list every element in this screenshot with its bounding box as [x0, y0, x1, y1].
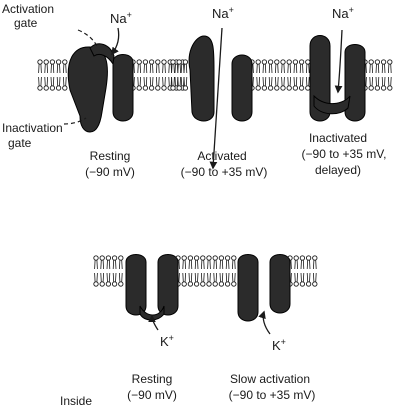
- lipid-molecule: [305, 255, 312, 287]
- k-slow-voltage: (−90 to +35 mV): [229, 388, 316, 402]
- k-resting-left-subunit: [125, 254, 147, 316]
- lipid-molecule: [142, 59, 149, 91]
- na-channel-activated: [188, 35, 253, 122]
- k-resting-gate: [139, 305, 165, 321]
- k-resting-voltage: (−90 mV): [127, 388, 177, 402]
- inside-label: Inside: [60, 394, 92, 408]
- lipid-molecule: [374, 59, 381, 91]
- lipid-molecule: [368, 59, 374, 91]
- inactivation-gate-label-line2: gate: [8, 136, 32, 150]
- activation-gate-leader: [77, 29, 99, 49]
- lipid-molecule: [380, 59, 387, 91]
- lipid-molecule: [298, 59, 305, 91]
- lipid-molecule: [55, 59, 62, 91]
- k-slow-left-subunit: [237, 254, 259, 322]
- activation-gate-label-line2: gate: [14, 16, 38, 30]
- k-channel-slow-activation: [237, 254, 291, 322]
- lipid-molecule: [261, 59, 268, 91]
- na-channel-inactivated: [309, 35, 366, 122]
- lipid-molecule: [286, 59, 292, 91]
- lipid-molecule: [274, 59, 280, 91]
- k-ion-label-resting: K+: [160, 333, 174, 349]
- activation-gate-label-line1: Activation: [2, 2, 54, 16]
- inactivation-gate-label-line1: Inactivation: [2, 121, 63, 135]
- lipid-molecule: [280, 59, 286, 91]
- na-resting-ion-arrow: [111, 27, 120, 56]
- k-channel-resting: [125, 254, 179, 321]
- lipid-molecule: [181, 255, 187, 287]
- lipid-molecule: [136, 59, 142, 91]
- lipid-molecule: [224, 255, 231, 287]
- na-activated-left-subunit: [188, 35, 215, 122]
- lipid-molecule: [187, 255, 194, 287]
- lipid-molecule: [200, 255, 206, 287]
- arrows: [63, 27, 343, 335]
- na-activated-flow-arrow: [209, 27, 223, 170]
- lipid-molecule: [299, 255, 306, 287]
- lipid-molecule: [155, 59, 161, 91]
- lipid-bilayers: [37, 59, 393, 287]
- k-resting-state-name: Resting: [132, 372, 173, 386]
- lipid-molecule: [231, 255, 237, 287]
- inactivation-gate-leader: [63, 117, 87, 125]
- lipid-molecule: [118, 255, 124, 287]
- k-ion-label-slow: K+: [272, 337, 286, 353]
- na-ion-label-resting: Na+: [110, 10, 132, 26]
- na-resting-voltage: (−90 mV): [85, 165, 135, 179]
- lipid-molecule: [49, 59, 56, 91]
- na-inactivated-state-name: Inactivated: [309, 131, 367, 145]
- lipid-molecule: [206, 255, 212, 287]
- lipid-molecule: [293, 255, 299, 287]
- lipid-molecule: [111, 255, 118, 287]
- na-activated-state-name: Activated: [197, 149, 246, 163]
- lipid-molecule: [387, 59, 393, 91]
- k-slow-right-subunit: [269, 254, 291, 314]
- lipid-molecule: [182, 59, 189, 91]
- lipid-molecule: [255, 59, 261, 91]
- k-resting-right-subunit: [157, 254, 179, 316]
- lipid-molecule: [105, 255, 112, 287]
- lipid-molecule: [161, 59, 167, 91]
- lipid-molecule: [99, 255, 105, 287]
- lipid-molecule: [305, 59, 311, 91]
- lipid-molecule: [193, 255, 200, 287]
- lipid-molecule: [37, 59, 43, 91]
- lipid-molecule: [148, 59, 155, 91]
- na-resting-state-name: Resting: [90, 149, 131, 163]
- k-slow-state-name: Slow activation: [230, 372, 310, 386]
- na-inactivated-ion-arrow: [334, 29, 343, 94]
- lipid-molecule: [62, 59, 68, 91]
- na-resting-right-subunit: [112, 54, 134, 122]
- lipid-molecule: [212, 255, 218, 287]
- lipid-molecule: [93, 255, 99, 287]
- lipid-molecule: [218, 255, 225, 287]
- na-inactivated-voltage: (−90 to +35 mV,: [302, 147, 387, 161]
- lipid-molecule: [292, 59, 299, 91]
- lipid-molecule: [267, 59, 274, 91]
- na-ion-label-activated: Na+: [212, 5, 234, 21]
- k-slow-ion-arrow: [258, 310, 271, 335]
- na-inactivated-inactivation-gate: [313, 94, 351, 115]
- na-ion-label-inactivated: Na+: [332, 5, 354, 21]
- lipid-molecule: [43, 59, 49, 91]
- na-channel-resting: [67, 43, 134, 133]
- na-resting-left-subunit: [67, 46, 108, 133]
- lipid-molecule: [170, 59, 176, 91]
- lipid-molecule: [176, 59, 182, 91]
- labels: Activation gate Inactivation gate Na+ Na…: [2, 2, 386, 408]
- na-resting-activation-gate: [89, 43, 115, 66]
- na-inactivated-right-subunit: [344, 44, 366, 122]
- na-activated-right-subunit: [231, 54, 253, 122]
- k-resting-ion-arrow: [148, 314, 159, 331]
- na-activated-voltage: (−90 to +35 mV): [181, 165, 268, 179]
- lipid-molecule: [312, 255, 318, 287]
- na-inactivated-extra: delayed): [315, 163, 361, 177]
